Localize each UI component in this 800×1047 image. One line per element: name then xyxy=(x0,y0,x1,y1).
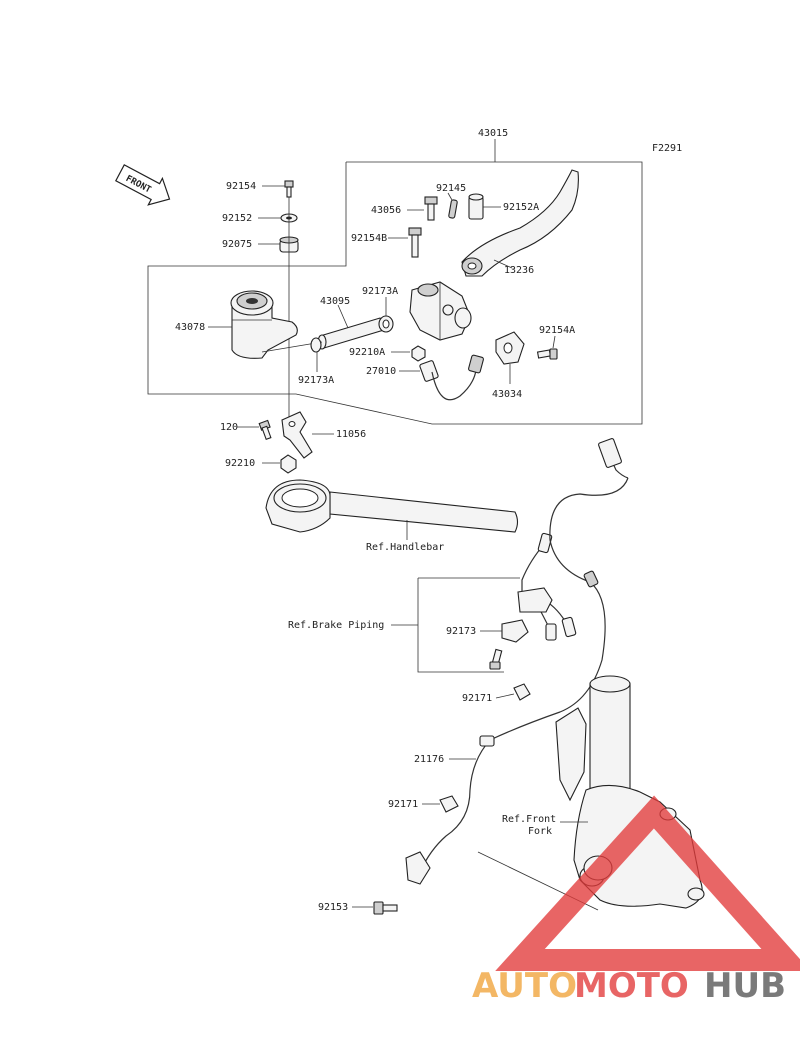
label-92145: 92145 xyxy=(436,183,466,194)
label-92075: 92075 xyxy=(222,239,252,250)
return-spring xyxy=(448,199,458,219)
master-cylinder-clamp xyxy=(495,331,525,365)
label-43034: 43034 xyxy=(492,389,522,400)
label-92173A-lower: 92173A xyxy=(298,375,334,386)
label-92210A: 92210A xyxy=(349,347,385,358)
label-13236: 13236 xyxy=(504,265,534,276)
label-92173A-upper: 92173A xyxy=(362,286,398,297)
label-27010: 27010 xyxy=(366,366,396,377)
front-fork xyxy=(555,675,705,909)
label-43015: 43015 xyxy=(478,128,508,139)
bolt-92153 xyxy=(373,901,398,915)
label-120: 120 xyxy=(220,422,238,433)
reservoir-bracket xyxy=(281,411,313,459)
label-92171-upper: 92171 xyxy=(462,693,492,704)
watermark-hub: HUB xyxy=(704,966,786,1006)
label-11056: 11056 xyxy=(336,429,366,440)
master-cylinder-assembly-outline xyxy=(147,139,643,425)
label-92153: 92153 xyxy=(318,902,348,913)
label-ref-brake-piping: Ref.Brake Piping xyxy=(288,620,384,631)
front-direction-arrow: FRONT xyxy=(115,164,171,206)
label-ref-front-fork-line1: Ref.Front xyxy=(502,814,556,825)
reservoir-hose xyxy=(317,317,385,350)
label-21176: 21176 xyxy=(414,754,444,765)
watermark-logo: AUTO MOTO HUB xyxy=(472,795,800,1006)
nut-92210 xyxy=(280,454,297,474)
label-92154B: 92154B xyxy=(351,233,387,244)
label-43056: 43056 xyxy=(371,205,401,216)
hose-clip-lower xyxy=(439,795,459,813)
label-ref-handlebar: Ref.Handlebar xyxy=(366,542,444,553)
brake-light-switch xyxy=(419,354,484,401)
hose-clamp-lower xyxy=(310,337,322,353)
label-43078: 43078 xyxy=(175,322,205,333)
watermark-moto: MOTO xyxy=(574,966,689,1006)
bolt-120 xyxy=(258,419,272,441)
hose-clip-upper xyxy=(513,683,531,701)
master-cylinder-body xyxy=(409,281,472,341)
label-92173: 92173 xyxy=(446,626,476,637)
brake-hose-fittings xyxy=(517,532,577,641)
figure-code: F2291 xyxy=(652,143,682,154)
banjo-bolt xyxy=(424,196,438,221)
brake-fluid-reservoir xyxy=(230,290,298,359)
clamp-bolt xyxy=(536,348,558,360)
label-43095: 43095 xyxy=(320,296,350,307)
reservoir-mount-bolt xyxy=(284,180,294,198)
nut-92210A xyxy=(411,345,426,362)
lever-collar xyxy=(468,193,484,220)
handlebar xyxy=(265,479,519,533)
label-92152: 92152 xyxy=(222,213,252,224)
label-92171-lower: 92171 xyxy=(388,799,418,810)
brake-lever xyxy=(461,169,579,277)
pivot-bolt xyxy=(408,227,422,258)
label-92152A: 92152A xyxy=(503,202,539,213)
brake-hose-clamp xyxy=(501,619,529,643)
brake-piping-outline xyxy=(391,577,520,673)
hose-clamp-bolt xyxy=(489,648,503,670)
label-92154A: 92154A xyxy=(539,325,575,336)
watermark-auto: AUTO xyxy=(472,966,577,1006)
label-92210: 92210 xyxy=(225,458,255,469)
label-ref-front-fork-line2: Fork xyxy=(528,826,552,837)
hose-clamp-upper xyxy=(378,315,394,333)
label-92154: 92154 xyxy=(226,181,256,192)
